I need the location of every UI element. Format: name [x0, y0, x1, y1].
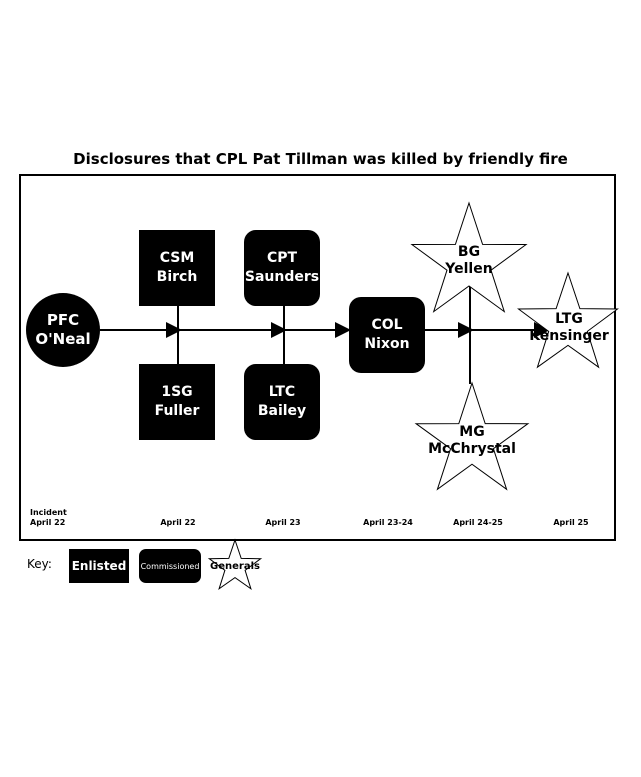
label-ltg-kensinger: LTG Kensinger — [524, 311, 614, 345]
node-rank: CPT — [266, 250, 298, 266]
star-rank: BG — [457, 244, 481, 260]
kensinger-star — [517, 271, 619, 369]
diagram-title: Disclosures that CPL Pat Tillman was kil… — [73, 150, 568, 168]
node-csm-birch: CSM Birch — [139, 230, 215, 306]
date-april-24-25: April 24-25 — [453, 518, 503, 527]
mcchrystal-star — [414, 381, 530, 491]
node-name: Saunders — [244, 269, 320, 285]
star-name: Kensinger — [529, 328, 609, 344]
date-april-23: April 23 — [265, 518, 301, 527]
star-name: Yellen — [445, 261, 493, 277]
key-commissioned: Commissioned — [139, 549, 201, 583]
label-bg-yellen: BG Yellen — [429, 244, 509, 278]
node-rank: CSM — [159, 250, 195, 266]
key-label: Key: — [27, 557, 52, 571]
diagram-frame — [19, 174, 616, 541]
node-pfc-oneal: PFC O'Neal — [26, 293, 100, 367]
node-name: Nixon — [364, 336, 410, 352]
node-col-nixon: COL Nixon — [349, 297, 425, 373]
node-rank: COL — [371, 317, 403, 333]
node-name: Birch — [156, 269, 198, 285]
node-rank: LTC — [268, 384, 296, 400]
star-rank: MG — [459, 424, 485, 440]
node-name: O'Neal — [35, 330, 91, 348]
key-enlisted: Enlisted — [69, 549, 129, 583]
date-incident-label: Incident — [30, 508, 67, 517]
node-ltc-bailey: LTC Bailey — [244, 364, 320, 440]
star-rank: LTG — [555, 311, 583, 327]
generals-key-star — [207, 538, 263, 591]
date-incident: Incident April 22 — [30, 508, 67, 528]
date-april-25: April 25 — [553, 518, 589, 527]
star-name: McChrystal — [428, 441, 516, 457]
node-name: Bailey — [257, 403, 307, 419]
yellen-star — [410, 201, 528, 313]
node-name: Fuller — [154, 403, 200, 419]
node-rank: 1SG — [161, 384, 193, 400]
label-mg-mcchrystal: MG McChrystal — [422, 424, 522, 458]
node-1sg-fuller: 1SG Fuller — [139, 364, 215, 440]
node-rank: PFC — [46, 311, 80, 329]
date-april-23-24: April 23-24 — [363, 518, 413, 527]
date-april-22: April 22 — [160, 518, 196, 527]
node-cpt-saunders: CPT Saunders — [244, 230, 320, 306]
key-generals: Generals — [210, 561, 260, 572]
date-incident-value: April 22 — [30, 518, 66, 527]
